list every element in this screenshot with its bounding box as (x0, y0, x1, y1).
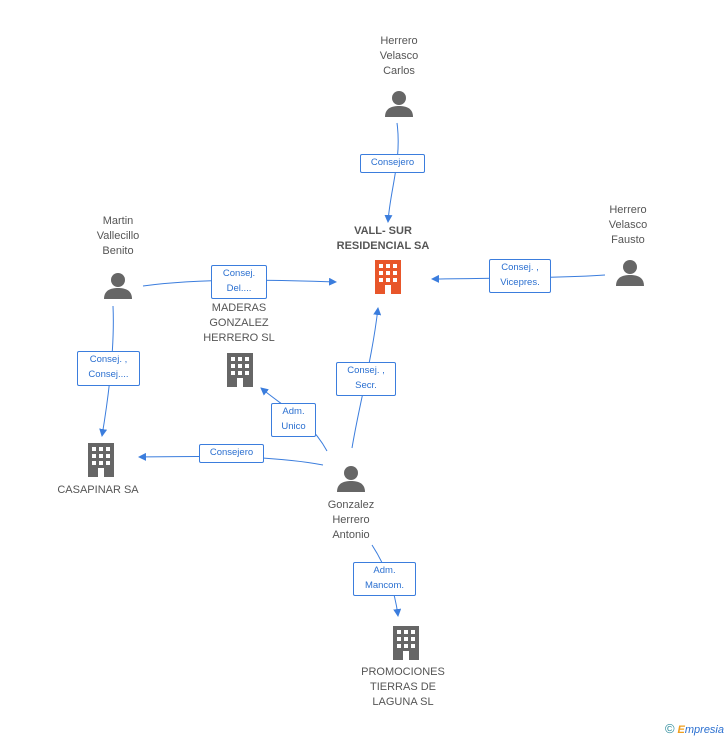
edge-label-carlos-vall: Consejero (360, 154, 425, 173)
edge-label-martin-casa: Consej. , Consej.... (77, 351, 140, 386)
person-icon-herrero-fausto (616, 260, 644, 286)
building-icon-promociones (393, 626, 419, 660)
edge-label-antonio-vall: Consej. , Secr. (336, 362, 396, 396)
edge-label-fausto-vall: Consej. , Vicepres. (489, 259, 551, 293)
edge-label-martin-vall: Consej. Del.... (211, 265, 267, 299)
node-label-maderas[interactable]: MADERAS GONZALEZ HERRERO SL (203, 302, 275, 344)
empresia-brand[interactable]: ©Empresia (665, 721, 724, 736)
building-icon-maderas (227, 353, 253, 387)
copyright-icon: © (664, 721, 675, 736)
node-label-promociones[interactable]: PROMOCIONES TIERRAS DE LAGUNA SL (361, 666, 445, 708)
brand-logo-e: E (677, 724, 685, 736)
node-label-casapinar[interactable]: CASAPINAR SA (57, 484, 139, 496)
edge-label-antonio-promo: Adm. Mancom. (353, 562, 416, 596)
edge-label-antonio-casa: Consejero (199, 444, 264, 463)
edge-label-antonio-maderas: Adm. Unico (271, 403, 316, 437)
building-icon-vall-sur (375, 260, 401, 294)
person-icon-gonzalez-antonio (337, 466, 365, 492)
edge-carlos-vall (384, 122, 399, 223)
person-icon-herrero-carlos (385, 91, 413, 117)
building-icon-casapinar (88, 443, 114, 477)
brand-name: mpresia (684, 724, 724, 736)
node-label-vall-sur[interactable]: VALL- SUR RESIDENCIAL SA (336, 225, 430, 252)
node-label-gonzalez-antonio[interactable]: Gonzalez Herrero Antonio (327, 499, 375, 541)
person-icon-martin-benito (104, 273, 132, 299)
node-label-martin-benito[interactable]: Martin Vallecillo Benito (96, 215, 140, 257)
node-label-herrero-fausto[interactable]: Herrero Velasco Fausto (608, 204, 648, 246)
node-label-herrero-carlos[interactable]: Herrero Velasco Carlos (379, 35, 419, 77)
